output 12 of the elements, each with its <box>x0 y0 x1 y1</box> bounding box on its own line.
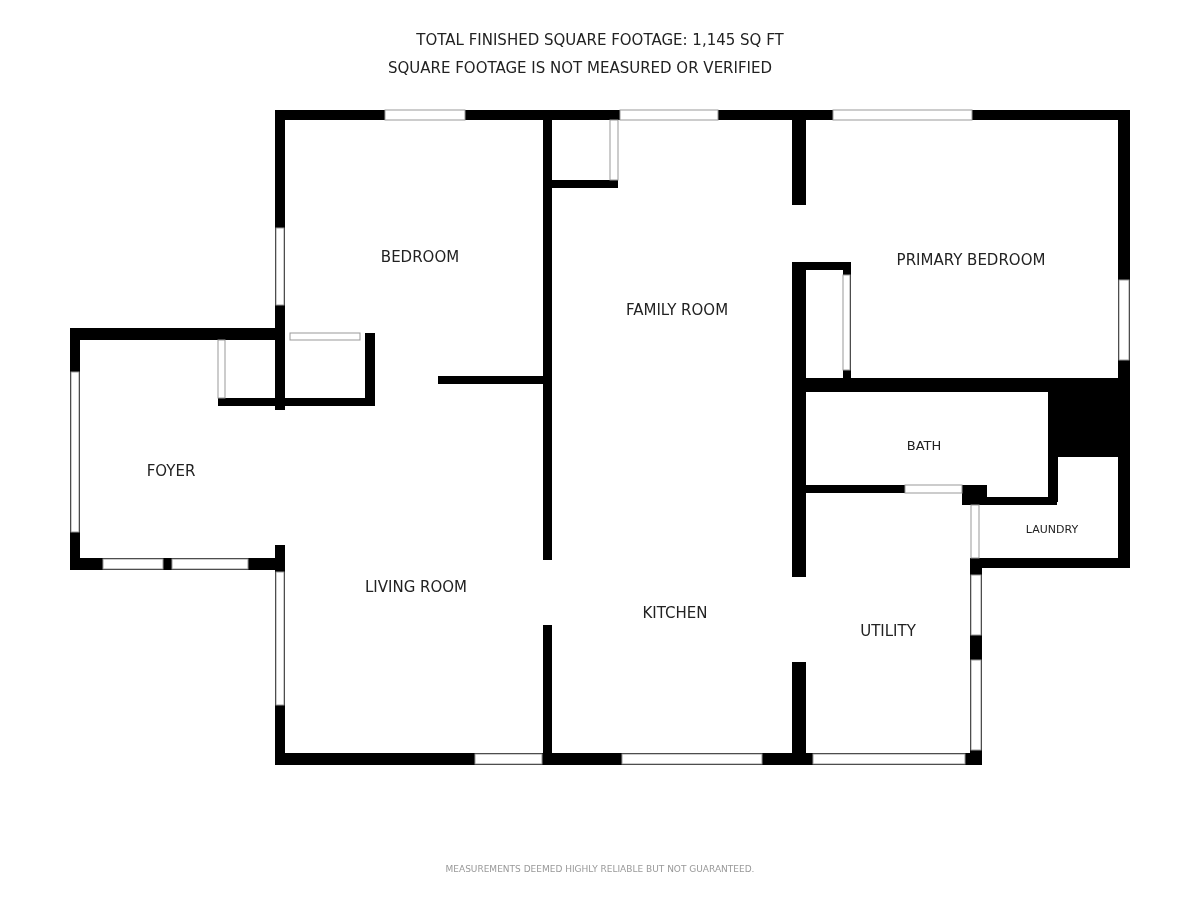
title: TOTAL FINISHED SQUARE FOOTAGE: 1,145 SQ FT <box>416 31 784 49</box>
room-label: BATH <box>906 437 942 453</box>
room-label: LIVING ROOM <box>364 578 468 596</box>
room-label: BEDROOM <box>380 248 460 266</box>
room-label: FAMILY ROOM <box>625 301 729 319</box>
room-label: FOYER <box>146 462 196 480</box>
room-label: UTILITY <box>860 622 916 640</box>
room-label: PRIMARY BEDROOM <box>896 251 1046 269</box>
disclaimer-note: SQUARE FOOTAGE IS NOT MEASURED OR VERIFIED <box>387 59 773 77</box>
caption: MEASUREMENTS DEEMED HIGHLY RELIABLE BUT NOT GUARANTEED. <box>445 864 755 874</box>
room-label: LAUNDRY <box>1025 522 1079 536</box>
room-label: KITCHEN <box>642 604 708 622</box>
